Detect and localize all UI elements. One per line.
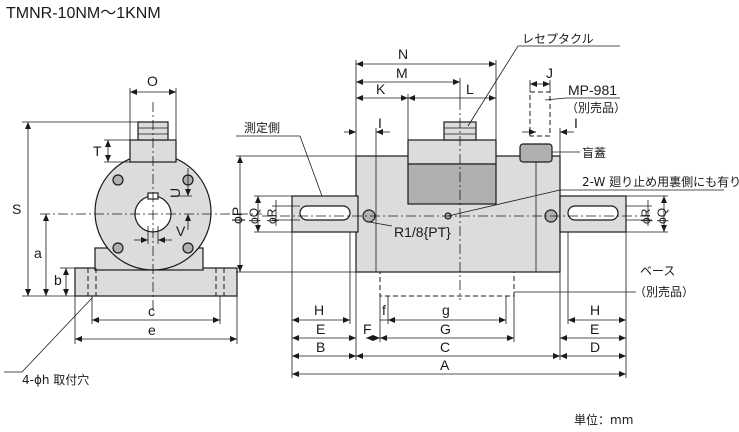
dim-T: T [93, 143, 102, 159]
dim-g: g [442, 302, 450, 318]
blind-cap [519, 143, 553, 163]
leader-anti-rotation [447, 189, 724, 217]
dim-B: B [316, 339, 325, 355]
callout-mp981-note: （別売品） [566, 100, 626, 115]
callout-thread: R1/8{PT} [394, 224, 451, 240]
side-connector-lower [407, 163, 497, 205]
dim-D: D [590, 339, 600, 355]
callout-mp981: MP-981 [568, 82, 617, 98]
dim-H-left: H [314, 302, 324, 318]
dim-I-left: I [378, 115, 382, 131]
dim-b: b [54, 272, 62, 288]
dim-N: N [398, 46, 408, 62]
dim-c: c [148, 303, 155, 319]
callouts: レセプタクル MP-981 （別売品） 盲蓋 測定側 2-W 廻り止め用裏側にも… [236, 32, 739, 299]
callout-anti-rotation: 2-W 廻り止め用裏側にも有り [582, 174, 739, 189]
dim-U: U [167, 188, 183, 198]
dim-phiR-left: ϕR [265, 208, 279, 224]
dim-E-right: E [590, 321, 599, 337]
bolt-bl [112, 242, 124, 254]
dim-phiP: ϕP [229, 207, 245, 224]
dim-K: K [376, 81, 386, 97]
leader-mount-holes [4, 297, 93, 373]
front-view [40, 102, 262, 310]
side-view [262, 91, 650, 300]
dim-G: G [440, 321, 451, 337]
left-keyway [299, 205, 351, 221]
dim-f: f [382, 302, 386, 318]
front-dimensions: O T S a b U V c e [4, 73, 238, 387]
dim-H-right: H [590, 302, 600, 318]
leader-thread [368, 221, 393, 227]
callout-mount-holes: 4-ϕh 取付穴 [22, 372, 89, 387]
unit-label: 単位：mm [574, 412, 633, 427]
leader-receptacle [467, 45, 620, 127]
right-keyway [567, 205, 619, 221]
callout-receptacle: レセプタクル [522, 32, 594, 46]
dim-L: L [466, 81, 474, 97]
dim-I-right: I [574, 115, 578, 131]
bolt-br [182, 242, 194, 254]
leader-mp981 [544, 97, 620, 101]
side-connector-block [407, 139, 497, 165]
callout-blind-cap: 盲蓋 [582, 145, 606, 160]
dim-V: V [176, 223, 186, 239]
dim-A: A [440, 357, 450, 373]
dim-O: O [147, 73, 158, 89]
dim-F: F [363, 321, 372, 337]
drawing-title: TMNR-10NM～1KNM [6, 5, 161, 22]
dim-a: a [34, 245, 42, 261]
dim-C: C [440, 339, 450, 355]
dim-phiR-right: ϕR [639, 208, 653, 224]
dim-e: e [148, 322, 156, 338]
dim-M: M [396, 65, 408, 81]
front-base-plate [74, 267, 238, 297]
dim-J: J [546, 65, 553, 81]
callout-base-note: （別売品） [634, 284, 694, 299]
bolt-tl [112, 174, 124, 186]
callout-base: ベース [640, 264, 675, 278]
side-dimensions: N M K L J I I ϕP ϕQ [229, 46, 669, 378]
leader-measure-side [236, 135, 323, 197]
dim-E-left: E [316, 321, 325, 337]
dim-phiQ-right: ϕQ [655, 208, 669, 224]
callout-measure-side: 測定側 [244, 120, 280, 135]
dim-phiQ-left: ϕQ [247, 208, 261, 224]
mp981-plug-hidden [529, 91, 551, 137]
dim-S: S [12, 201, 21, 217]
